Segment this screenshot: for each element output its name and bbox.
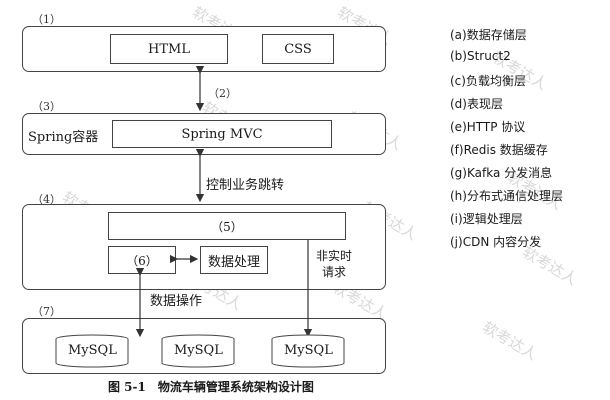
figure-caption: 图 5-1 物流车辆管理系统架构设计图 [108,380,314,394]
option-f: (f)Redis 数据缓存 [450,143,548,157]
option-b: (b)Struct2 [450,49,511,63]
option-i: (i)逻辑处理层 [450,212,523,226]
data-processing-box: 数据处理 [200,246,268,274]
option-e: (e)HTTP 协议 [450,120,526,134]
control-flow-label: 控制业务跳转 [206,178,285,193]
spring-mvc-box: Spring MVC [112,120,332,148]
option-a: (a)数据存储层 [450,28,527,42]
async-request-label-line1: 非实时 [316,249,353,263]
option-g: (g)Kafka 分发消息 [450,166,553,180]
html-box: HTML [110,34,228,64]
layer1-number: （1） [32,13,61,26]
option-j: (j)CDN 内容分发 [450,235,542,249]
mysql-label-3: MySQL [284,343,333,358]
layer4-number: （4） [32,193,61,206]
option-c: (c)负载均衡层 [450,74,526,88]
layer3-number: （3） [32,100,61,113]
option-d: (d)表现层 [450,97,503,111]
watermark: 软考达人 [479,318,541,364]
option-h: (h)分布式通信处理层 [450,189,563,203]
async-request-label-line2: 请求 [322,265,347,279]
css-box: CSS [262,34,334,64]
arrow2-number: （2） [208,87,237,100]
spring-container-label: Spring容器 [28,130,99,145]
mysql-label-1: MySQL [68,343,117,358]
layer7-number: （7） [32,305,61,318]
box-6: （6） [108,246,176,274]
mysql-label-2: MySQL [174,343,223,358]
box-5: （5） [108,212,346,240]
data-operation-label: 数据操作 [150,294,203,309]
